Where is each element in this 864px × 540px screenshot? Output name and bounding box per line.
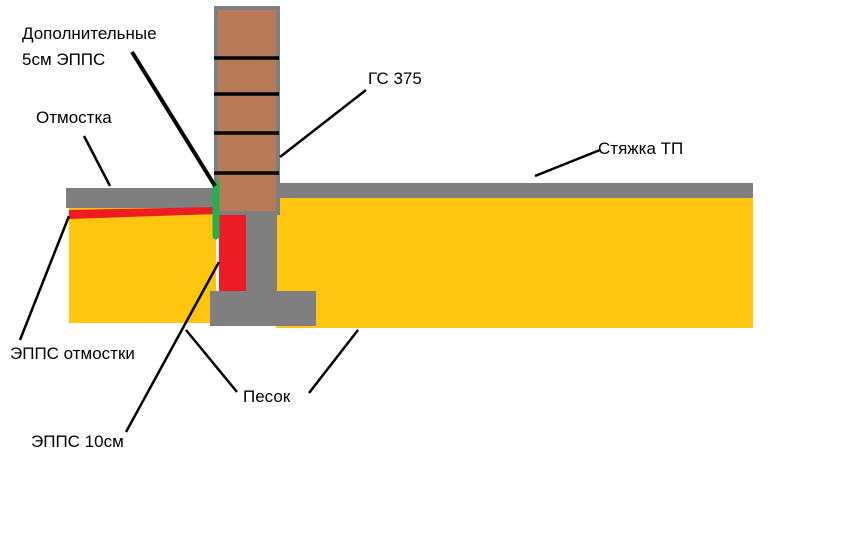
foundation-stem: [246, 212, 277, 292]
label-pesok: Песок: [243, 387, 291, 406]
sand-left: [69, 208, 216, 323]
eps-blind-area-strip: [69, 207, 216, 219]
leader-eps-otmostki: [18, 215, 71, 341]
label-extra-eps-line1: Дополнительные: [22, 24, 157, 43]
leader-styazhka: [534, 148, 601, 178]
leader-eps10: [124, 261, 221, 433]
leader-pesok-right: [308, 329, 359, 394]
label-gs375: ГС 375: [368, 69, 422, 88]
leader-gs375: [279, 89, 367, 158]
label-otmostka: Отмостка: [36, 108, 112, 127]
floor-screed: [276, 183, 753, 198]
label-styazhka: Стяжка ТП: [598, 139, 683, 158]
label-eps-otmostki: ЭППС отмостки: [10, 344, 135, 363]
eps-10cm-block: [219, 212, 246, 291]
sand-right: [276, 196, 753, 328]
leader-otmostka: [82, 135, 112, 187]
label-eps10: ЭППС 10см: [31, 432, 124, 451]
blind-area-slab: [66, 188, 216, 208]
label-extra-eps-line2: 5см ЭППС: [22, 50, 105, 69]
brick-wall: [214, 6, 280, 215]
foundation-footing: [210, 291, 316, 326]
leader-pesok-left: [185, 329, 238, 393]
leader-extra-eps: [130, 50, 217, 188]
